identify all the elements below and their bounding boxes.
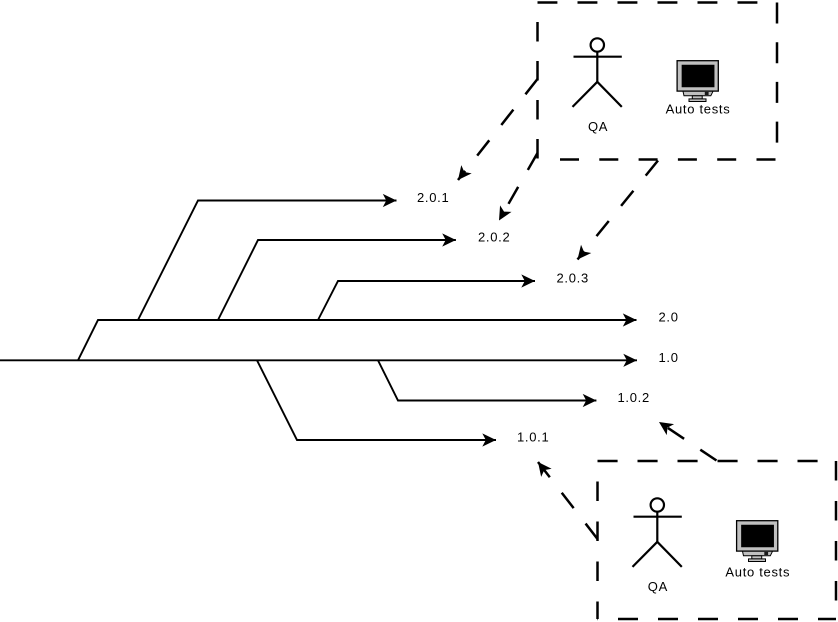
svg-text:QA: QA bbox=[648, 579, 668, 594]
svg-text:QA: QA bbox=[588, 119, 608, 134]
svg-text:Auto tests: Auto tests bbox=[666, 102, 731, 117]
svg-text:1.0.1: 1.0.1 bbox=[517, 430, 549, 445]
svg-text:2.0.3: 2.0.3 bbox=[557, 271, 589, 286]
svg-text:2.0.1: 2.0.1 bbox=[417, 190, 449, 205]
svg-text:1.0.2: 1.0.2 bbox=[618, 390, 650, 405]
svg-text:2.0: 2.0 bbox=[659, 310, 679, 325]
svg-text:1.0: 1.0 bbox=[659, 350, 679, 365]
svg-text:2.0.2: 2.0.2 bbox=[478, 230, 510, 245]
svg-text:Auto tests: Auto tests bbox=[725, 565, 790, 580]
